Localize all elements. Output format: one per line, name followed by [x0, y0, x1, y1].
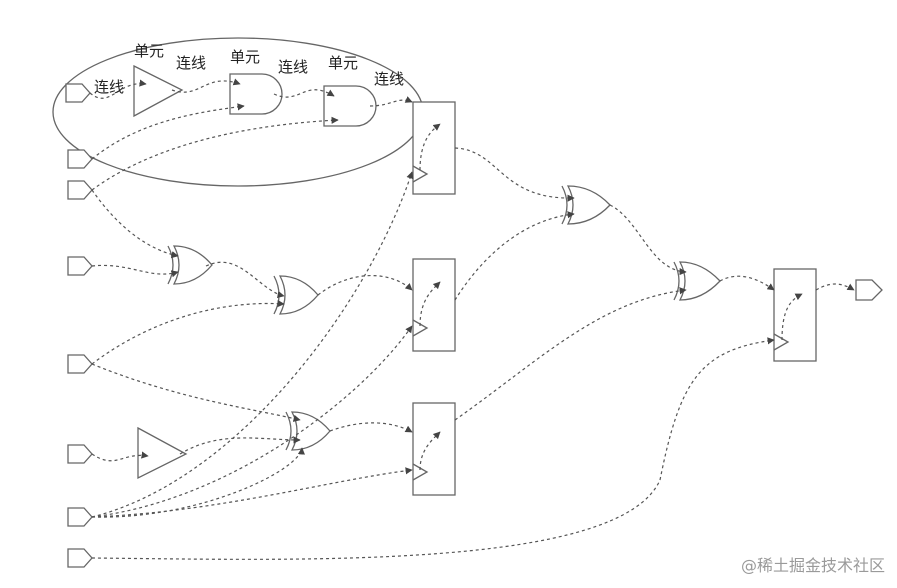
input-port-1 [65, 83, 91, 103]
register-1 [412, 101, 456, 195]
wire-label-1: 连线 [94, 78, 124, 96]
input-port-8 [67, 548, 93, 568]
input-port-6 [67, 444, 93, 464]
register-2 [412, 258, 456, 352]
output-port [855, 279, 883, 301]
watermark: @稀土掘金技术社区 [740, 556, 885, 575]
register-4 [773, 268, 817, 362]
cell-label-2: 单元 [230, 48, 260, 66]
xor-gate-1 [167, 245, 213, 285]
register-3 [412, 402, 456, 496]
input-port-7 [67, 507, 93, 527]
buffer-gate-2 [137, 426, 188, 480]
wire-label-2: 连线 [176, 54, 206, 72]
input-port-3 [67, 180, 93, 200]
input-port-2 [67, 149, 93, 169]
xor-gate-3 [285, 411, 331, 451]
wire-label-3: 连线 [278, 58, 308, 76]
input-port-5 [67, 354, 93, 374]
cell-label-1: 单元 [134, 42, 164, 60]
xor-gate-4 [561, 185, 611, 225]
wire-label-4: 连线 [374, 70, 404, 88]
input-port-4 [67, 256, 93, 276]
wires [89, 78, 855, 560]
xor-gate-5 [673, 261, 721, 301]
and-gate-2 [323, 85, 377, 127]
cell-label-3: 单元 [328, 54, 358, 72]
buffer-gate-1 [133, 64, 184, 118]
